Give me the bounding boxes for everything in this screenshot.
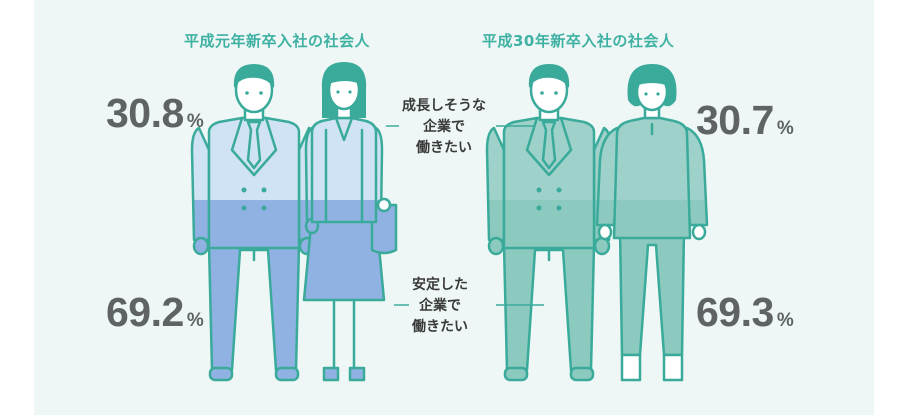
percent-sign: % — [776, 310, 794, 331]
callout-line: 働きたい — [416, 140, 472, 156]
callout-line: 成長しそうな — [402, 98, 486, 114]
callout-line: 働きたい — [412, 319, 468, 335]
percent-sign: % — [186, 111, 204, 132]
value-number: 30.7 — [696, 97, 774, 143]
figure-heisei-30-woman — [595, 64, 709, 382]
callout-line: 企業で — [419, 298, 461, 314]
title-heisei-gannen: 平成元年新卒入社の社会人 — [184, 32, 371, 50]
figure-heisei-gannen-woman — [302, 62, 398, 382]
value-number: 69.3 — [696, 289, 774, 335]
value-number: 30.8 — [106, 90, 184, 136]
title-heisei-30: 平成30年新卒入社の社会人 — [482, 32, 675, 50]
callout-growth: 成長しそうな 企業で 働きたい — [402, 96, 486, 159]
figures-svg — [190, 62, 709, 382]
callout-line: 企業で — [423, 119, 465, 135]
callout-stable: 安定した 企業で 働きたい — [412, 275, 468, 338]
percent-sign: % — [776, 118, 794, 139]
value-heisei-30-stable: 69.3% — [696, 292, 794, 333]
figure-heisei-30-man — [485, 64, 613, 382]
value-number: 69.2 — [106, 289, 184, 335]
figure-heisei-gannen-man — [190, 64, 318, 382]
value-heisei-gannen-stable: 69.2% — [106, 292, 204, 333]
infographic-panel: 平成元年新卒入社の社会人 平成30年新卒入社の社会人 30.8% 69.2% 3… — [34, 0, 874, 415]
value-heisei-30-growth: 30.7% — [696, 100, 794, 141]
callout-line: 安定した — [412, 277, 468, 293]
percent-sign: % — [186, 310, 204, 331]
value-heisei-gannen-growth: 30.8% — [106, 93, 204, 134]
